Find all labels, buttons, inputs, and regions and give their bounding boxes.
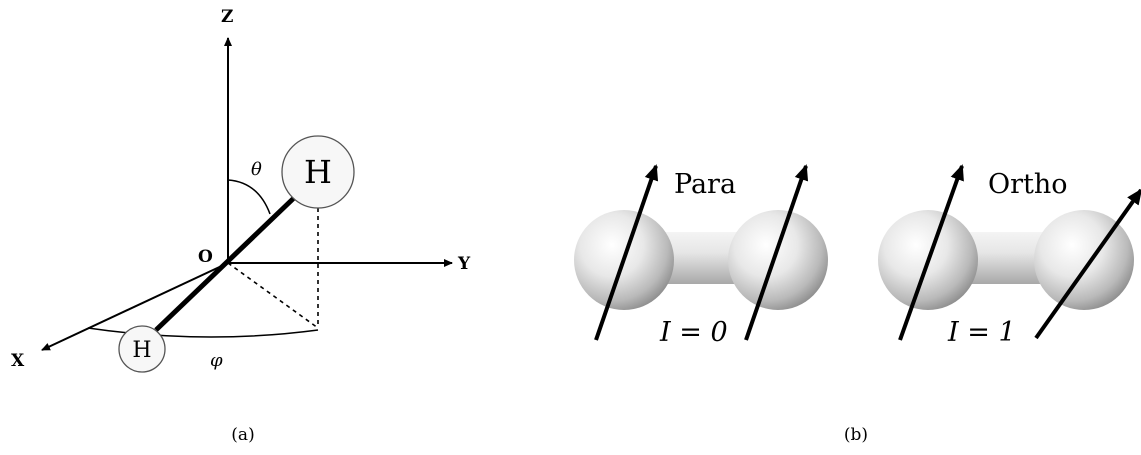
para-right-sphere <box>728 210 828 310</box>
panel-a: Z Y X O φ θ H H (a) <box>11 7 471 445</box>
x-axis-label: X <box>11 351 25 371</box>
origin-label: O <box>198 247 213 267</box>
projection-floor <box>227 262 319 329</box>
ortho-spin-arrow-left <box>898 164 964 341</box>
caption-a: (a) <box>231 425 254 445</box>
lower-h-atom: H <box>118 325 166 373</box>
para-label: Para <box>674 169 736 200</box>
ortho-molecule: Ortho I = 1 <box>878 164 1141 348</box>
para-spin-arrow-right <box>744 164 809 341</box>
theta-arc <box>227 179 271 215</box>
theta-label: θ <box>251 159 262 180</box>
ortho-spin-arrow-right <box>1034 188 1141 340</box>
z-axis-label: Z <box>221 7 233 27</box>
y-axis-label: Y <box>457 254 471 274</box>
x-axis <box>41 262 229 351</box>
upper-h-atom: H <box>281 135 355 209</box>
para-molecule: Para I = 0 <box>574 164 828 348</box>
ortho-right-sphere <box>1034 210 1134 310</box>
panel-b: Para I = 0 Ortho I = 1 (b) <box>574 164 1141 445</box>
upper-h-label: H <box>304 153 332 191</box>
para-spin-arrow-left <box>594 164 659 341</box>
caption-b: (b) <box>844 425 868 445</box>
para-spin-label: I = 0 <box>659 317 728 348</box>
h2-bond <box>154 194 298 332</box>
phi-arc <box>87 327 319 338</box>
ortho-label: Ortho <box>988 169 1068 200</box>
lower-h-label: H <box>132 338 151 363</box>
ortho-spin-label: I = 1 <box>947 317 1016 348</box>
phi-label: φ <box>210 350 223 371</box>
